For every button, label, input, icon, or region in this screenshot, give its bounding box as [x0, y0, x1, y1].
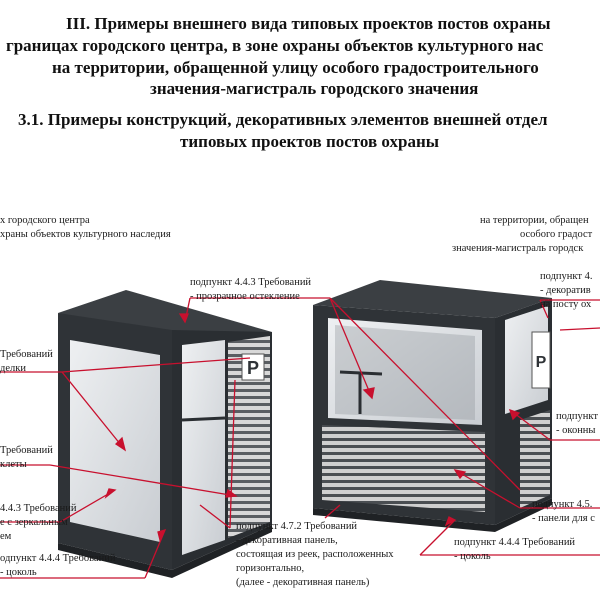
callout-right-b-text: - оконны	[556, 425, 596, 436]
parking-sign-icon: P	[247, 358, 259, 378]
right-caption-line-3: значения-магистраль городск	[452, 243, 584, 254]
callout-left-c-title: 4.4.3 Требований	[0, 503, 77, 514]
left-caption-line-1: х городского центра	[0, 215, 90, 226]
callout-left-a-title: Требований	[0, 349, 53, 360]
callout-444-right-title: подпункт 4.4.4 Требований	[454, 537, 576, 548]
callout-443-top-text: - прозрачное остекление	[190, 291, 300, 302]
callout-left-c-text-1: е с зеркальным	[0, 517, 68, 528]
callout-472-text-1: - декоративная панель,	[236, 535, 338, 546]
callout-left-d-title: одпункт 4.4.4 Требований	[0, 553, 116, 564]
callout-472-text-2: состоящая из реек, расположенных	[236, 549, 394, 560]
subheading-line-2: типовых проектов постов охраны	[180, 132, 440, 151]
callout-left-a-text: делки	[0, 363, 26, 374]
subheading-line-1: 3.1. Примеры конструкций, декоративных э…	[18, 110, 548, 129]
callout-left-b-text: клеты	[0, 459, 27, 470]
callout-472-title: подпункт 4.7.2 Требований	[236, 521, 358, 532]
right-caption-line-2: особого градост	[520, 229, 593, 240]
parking-sign-icon: P	[536, 354, 547, 371]
callout-right-c-text: - панели для с	[532, 513, 595, 524]
callout-right-a-text-2: на посту ох	[540, 299, 592, 310]
callout-right-b-title: подпункт	[556, 411, 598, 422]
callout-443-top-title: подпункт 4.4.3 Требований	[190, 277, 312, 288]
heading-line-1: III. Примеры внешнего вида типовых проек…	[66, 14, 551, 33]
callout-left-d-text: - цоколь	[0, 567, 37, 578]
heading-line-4: значения-магистраль городского значения	[150, 79, 479, 98]
callout-left-b-title: Требований	[0, 445, 53, 456]
right-kiosk: P	[313, 280, 552, 532]
callout-lines	[0, 297, 600, 579]
callout-472-text-3: горизонтально,	[236, 563, 305, 574]
left-kiosk: P	[58, 290, 272, 578]
heading-line-2: границах городского центра, в зоне охран…	[6, 36, 544, 55]
callout-444-right-text: - цоколь	[454, 551, 491, 562]
heading-line-3: на территории, обращенной улицу особого …	[52, 58, 539, 77]
callout-right-c-title: подпункт 4.5.	[532, 499, 593, 510]
left-caption-line-2: храны объектов культурного наследия	[0, 229, 171, 240]
right-caption-line-1: на территории, обращен	[480, 215, 589, 226]
callout-472-text-4: (далее - декоративная панель)	[236, 577, 370, 588]
callout-right-a-title: подпункт 4.	[540, 271, 593, 282]
callout-left-c-text-2: ем	[0, 531, 12, 542]
callout-right-a-text-1: - декоратив	[540, 285, 591, 296]
